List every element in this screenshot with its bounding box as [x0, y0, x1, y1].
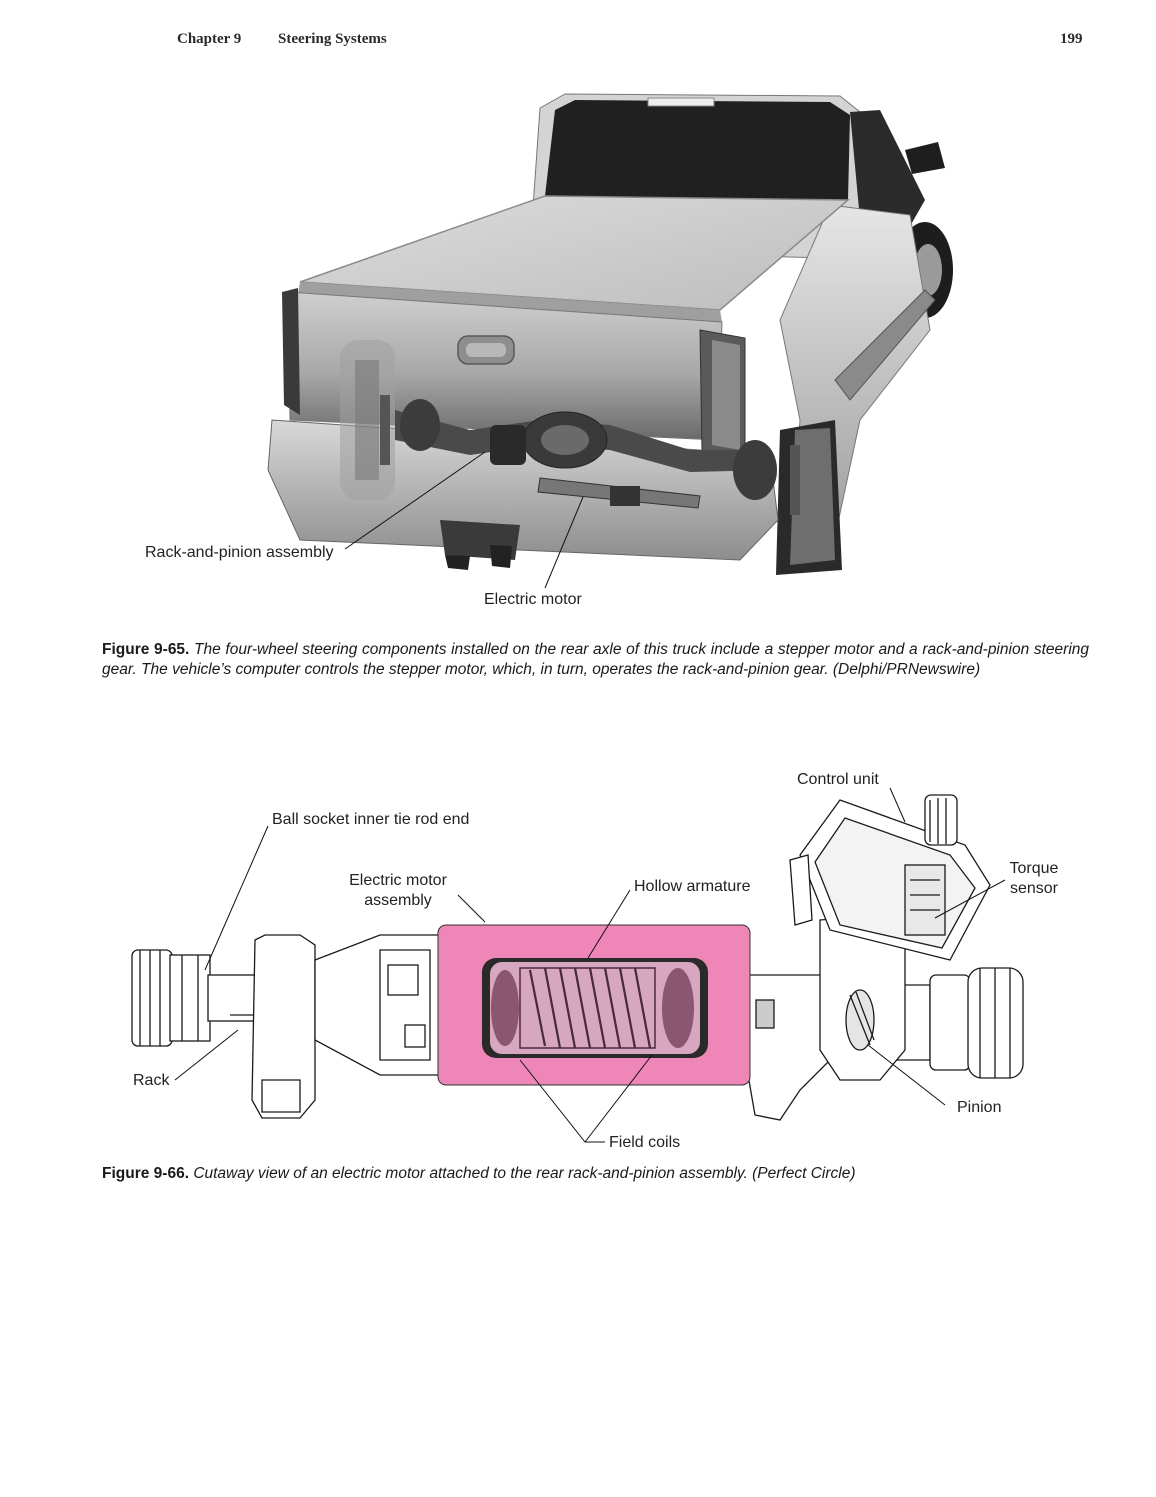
leader-rack-and-pinion [344, 451, 486, 550]
leader-rack [174, 1029, 239, 1081]
leader-electric-motor-assembly [457, 894, 486, 923]
figure-66-text: Cutaway view of an electric motor attach… [193, 1165, 856, 1182]
leader-electric-motor [544, 496, 584, 589]
motor-housing-highlight [437, 924, 751, 1086]
figure-65-caption: Figure 9-65. The four-wheel steering com… [102, 640, 1089, 680]
leader-torque-sensor [934, 879, 1006, 919]
label-rack: Rack [133, 1072, 170, 1089]
rear-axle-assembly [380, 395, 800, 515]
leader-ball-socket [204, 825, 269, 971]
figure-66-number: Figure 9-66. [102, 1165, 189, 1182]
leader-field-coils [519, 1054, 653, 1143]
figure-65-text: The four-wheel steering components insta… [102, 641, 1089, 678]
leader-hollow-armature [587, 889, 631, 959]
label-ball-socket-inner-tie-rod-end: Ball socket inner tie rod end [272, 811, 470, 828]
label-electric-motor: Electric motor [484, 591, 582, 608]
label-field-coils: Field coils [609, 1134, 681, 1151]
label-torque-sensor: Torque sensor [1003, 859, 1065, 899]
running-head-chapter: Chapter 9 [177, 31, 242, 47]
label-torque-sensor-line1: Torque [1009, 860, 1059, 877]
running-head-section: Steering Systems [278, 31, 387, 47]
label-electric-motor-assembly-line1: Electric motor [349, 872, 447, 889]
leader-pinion [867, 1044, 946, 1106]
label-pinion: Pinion [957, 1099, 1002, 1116]
page-number: 199 [1060, 31, 1083, 47]
label-control-unit: Control unit [797, 771, 879, 788]
label-electric-motor-assembly: Electric motor assembly [340, 871, 456, 911]
leader-control-unit [889, 787, 906, 823]
label-electric-motor-assembly-line2: assembly [364, 892, 432, 909]
truck-illustration [267, 93, 953, 589]
label-torque-sensor-line2: sensor [1009, 880, 1059, 897]
figure-65-number: Figure 9-65. [102, 641, 190, 658]
figure-66-caption: Figure 9-66. Cutaway view of an electric… [102, 1164, 1089, 1184]
label-rack-and-pinion-assembly: Rack-and-pinion assembly [145, 544, 334, 561]
label-hollow-armature: Hollow armature [634, 878, 751, 895]
